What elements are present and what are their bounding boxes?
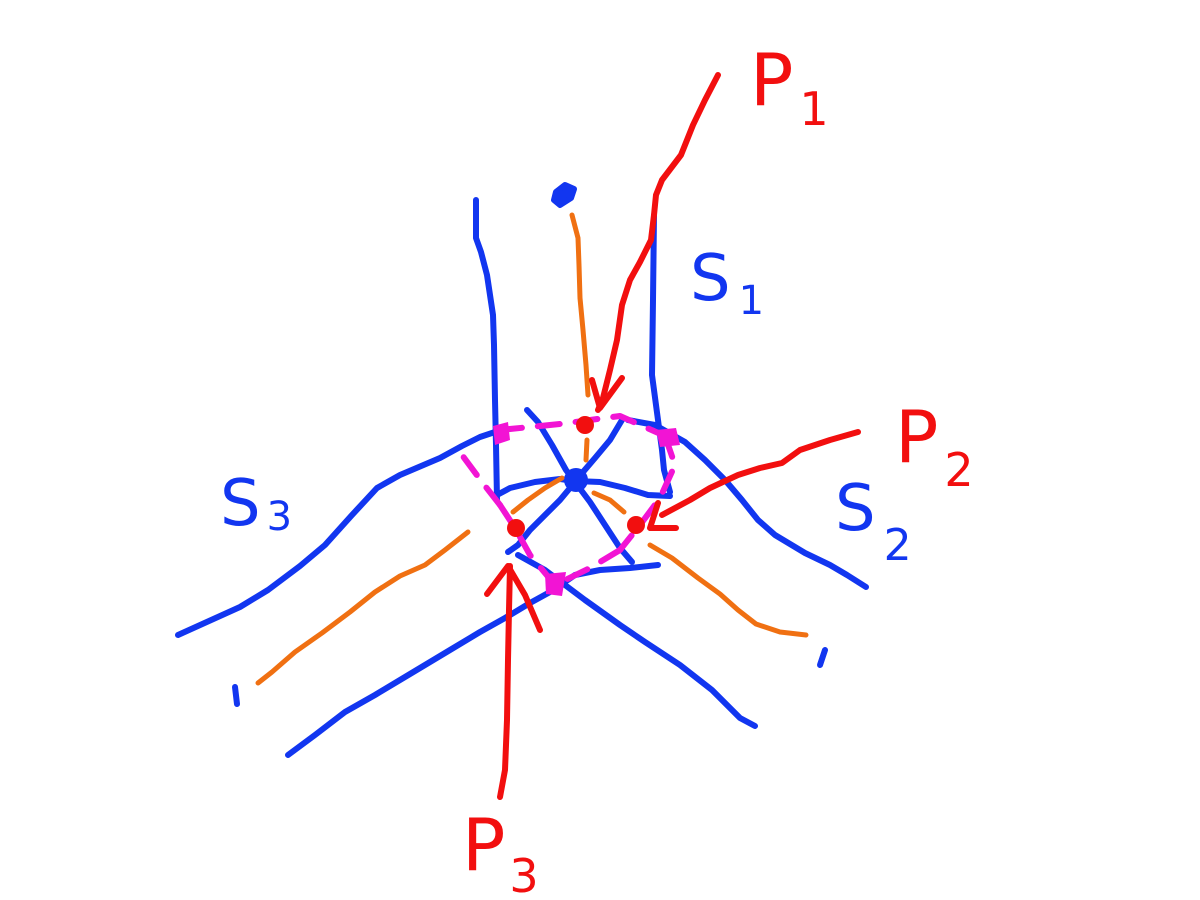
normal-top xyxy=(569,212,591,398)
p2-arrowhead xyxy=(647,500,679,531)
point-p3 xyxy=(507,519,525,537)
polygon-bottom-right-edge xyxy=(552,547,623,588)
intersection-points xyxy=(507,416,645,537)
center-spoke-down-left xyxy=(505,479,578,555)
normal-right xyxy=(647,542,809,638)
point-p1 xyxy=(576,416,594,434)
center-point xyxy=(564,468,588,492)
p1-arrow-shaft xyxy=(595,72,721,413)
normal-left xyxy=(255,529,471,686)
s1-right-line xyxy=(649,212,673,495)
s2-lower-line xyxy=(515,552,758,729)
polygon-vertices xyxy=(493,422,680,596)
polygon-bottom-left-edge xyxy=(497,502,558,588)
right-tail-glyph xyxy=(817,647,828,668)
vertex-top-left xyxy=(493,422,510,445)
center-spoke-right xyxy=(572,478,673,499)
s3-upper-line xyxy=(175,429,498,638)
p2-arrow-shaft xyxy=(659,429,861,518)
polygon-left-edge xyxy=(459,452,503,508)
p3-arrowhead xyxy=(484,563,543,633)
point-p2 xyxy=(627,516,645,534)
top-tail-glyph xyxy=(551,182,577,208)
normal-center-top xyxy=(583,437,590,463)
s3-lower-line xyxy=(285,562,661,758)
left-tail-glyph xyxy=(232,684,240,707)
normal-center-left xyxy=(510,475,565,515)
p1-arrowhead xyxy=(589,375,625,411)
surface-lines xyxy=(175,182,869,758)
p3-arrow-shaft xyxy=(497,563,513,800)
label-p3: P3 xyxy=(462,803,539,900)
vertex-top-right xyxy=(656,428,680,447)
normal-lines xyxy=(255,212,809,686)
center-spoke-down-right xyxy=(572,479,635,565)
vertex-bottom xyxy=(545,572,566,596)
s2-upper-line xyxy=(625,417,869,590)
normal-center-right xyxy=(591,490,627,515)
path-arrows xyxy=(484,72,861,800)
